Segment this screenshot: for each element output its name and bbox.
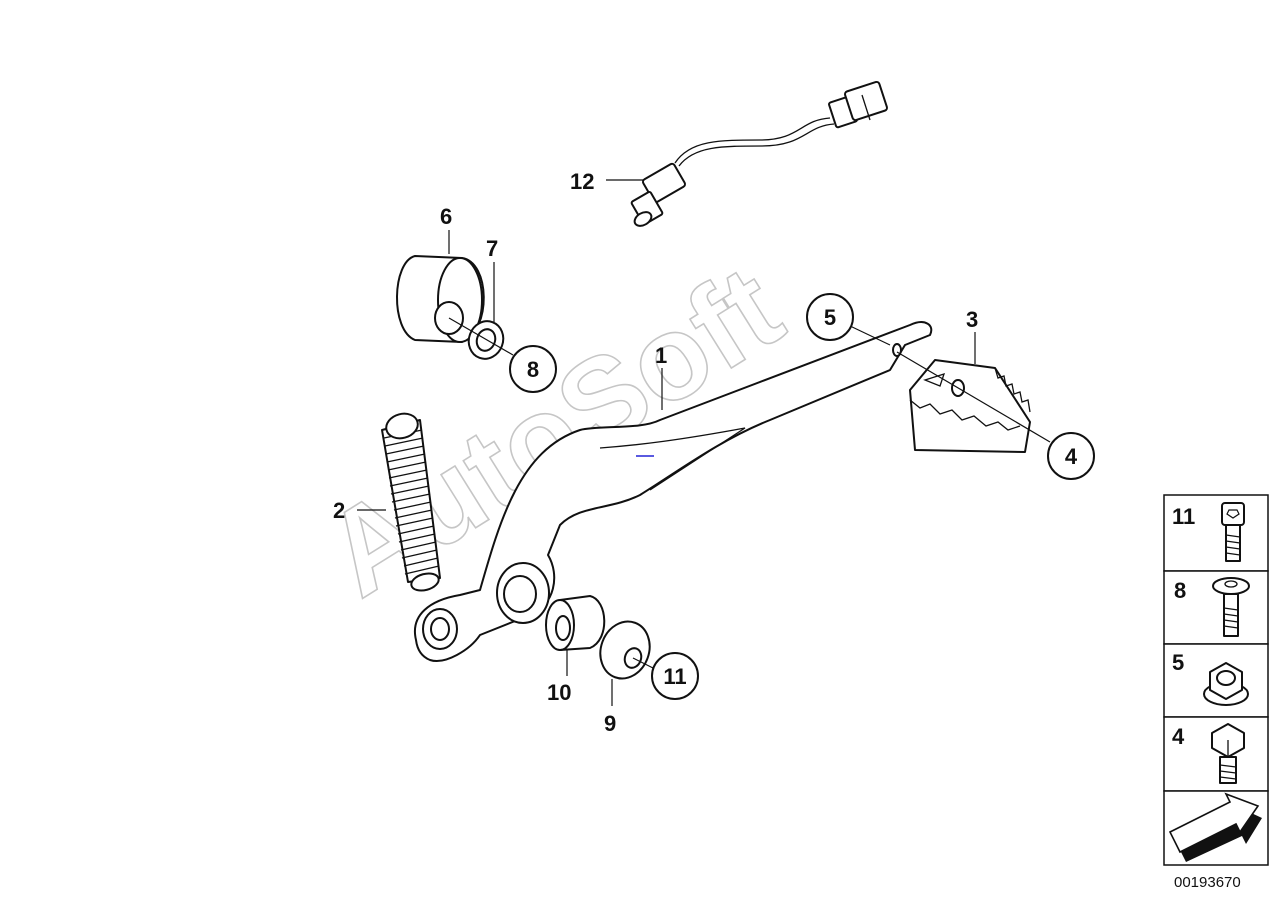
svg-text:11: 11 <box>663 664 686 689</box>
legend-label-11: 11 <box>1172 504 1195 529</box>
foot-step[interactable] <box>909 359 1031 453</box>
hardware-legend: 11 8 5 4 <box>1163 494 1269 866</box>
callout-circle-5: 5 <box>806 293 854 341</box>
svg-text:8: 8 <box>527 357 539 382</box>
leader-lines <box>357 179 1051 706</box>
callout-circle-4: 4 <box>1047 432 1095 480</box>
legend-label-5: 5 <box>1172 650 1184 675</box>
callout-9: 9 <box>604 711 616 736</box>
callout-labels: 12 6 7 1 3 2 10 9 <box>333 169 978 736</box>
callout-circle-11: 11 <box>651 652 699 700</box>
direction-arrow-icon <box>1168 792 1262 862</box>
collar-nut-icon <box>1203 662 1249 706</box>
legend-label-4: 4 <box>1172 724 1185 749</box>
callout-3: 3 <box>966 307 978 332</box>
washer-9[interactable] <box>593 615 658 686</box>
callout-12: 12 <box>570 169 594 194</box>
brake-pedal-lever[interactable] <box>413 321 933 662</box>
hex-bolt-icon <box>1211 723 1245 784</box>
callout-6: 6 <box>440 204 452 229</box>
rubber-damper[interactable] <box>396 255 485 343</box>
callout-7: 7 <box>486 236 498 261</box>
flange-bolt-icon <box>1212 577 1250 637</box>
spacer-sleeve[interactable] <box>545 595 606 651</box>
return-spring[interactable] <box>381 410 441 593</box>
callout-1: 1 <box>655 343 667 368</box>
socket-head-bolt-icon <box>1221 502 1245 562</box>
drawing-number: 00193670 <box>1174 874 1241 891</box>
brake-light-switch[interactable] <box>630 80 888 229</box>
callout-circle-8: 8 <box>509 345 557 393</box>
callout-2: 2 <box>333 498 345 523</box>
svg-text:4: 4 <box>1065 444 1078 469</box>
callout-10: 10 <box>547 680 571 705</box>
svg-text:5: 5 <box>824 305 836 330</box>
legend-label-8: 8 <box>1174 578 1186 603</box>
